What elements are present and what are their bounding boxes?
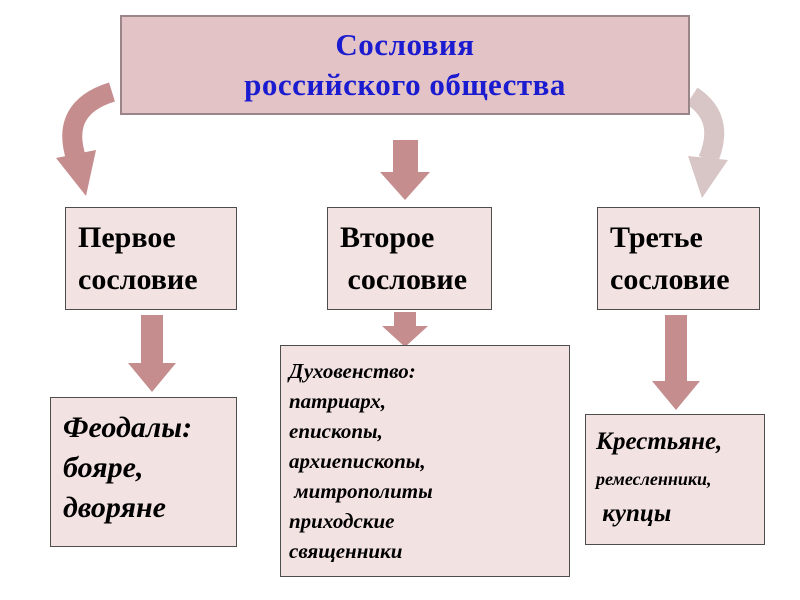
commoners-line-artisans: ремесленники,: [596, 469, 712, 489]
estate-box-third: Третье сословие: [597, 207, 760, 310]
arrow-second-to-clergy: [382, 312, 428, 347]
curved-arrow-left: [62, 82, 116, 162]
commoners-line-merchants: купцы: [596, 499, 672, 527]
estate-box-second: Второе сословие: [327, 207, 492, 310]
detail-box-clergy-text: Духовенство: патриарх, епископы, архиепи…: [289, 359, 433, 564]
curved-arrow-right-head: [688, 156, 728, 198]
curved-arrow-right: [686, 87, 725, 164]
commoners-line-peasants: Крестьяне,: [596, 428, 723, 455]
estate-box-second-label: Второе сословие: [340, 221, 468, 296]
curved-arrow-left-head: [56, 150, 96, 196]
arrow-title-to-second: [380, 140, 430, 200]
title-box: Сословия российского общества: [120, 15, 690, 115]
arrow-third-to-commoners: [652, 315, 700, 410]
estate-box-first: Первое сословие: [65, 207, 237, 310]
title-text: Сословия российского общества: [244, 27, 566, 102]
detail-box-commoners: Крестьяне, ремесленники, купцы: [585, 414, 765, 545]
arrow-first-to-feudals: [128, 315, 176, 392]
detail-box-feudals: Феодалы: бояре, дворяне: [50, 397, 237, 547]
estate-box-first-label: Первое сословие: [78, 221, 198, 296]
detail-box-feudals-text: Феодалы: бояре, дворяне: [63, 411, 193, 524]
estate-box-third-label: Третье сословие: [610, 221, 730, 296]
detail-box-clergy: Духовенство: патриарх, епископы, архиепи…: [280, 345, 570, 577]
